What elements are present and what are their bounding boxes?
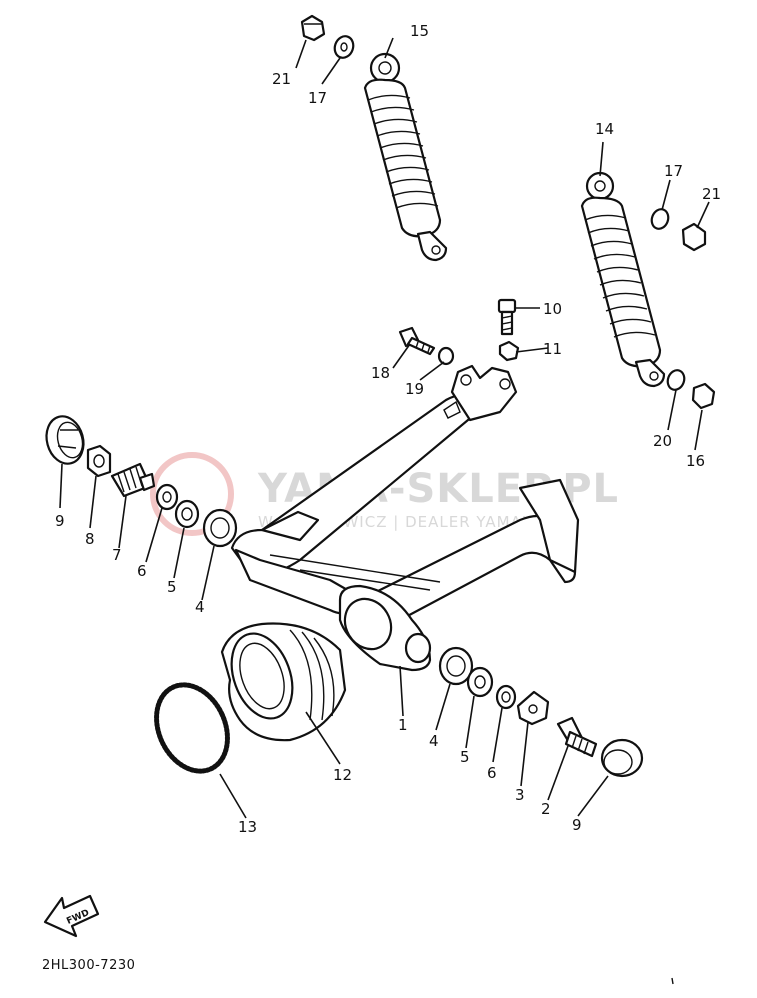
callout-5: 5 <box>167 578 177 596</box>
rubber-boot-12 <box>220 622 347 742</box>
callout-9: 9 <box>55 512 65 530</box>
shock-absorber-14 <box>580 171 666 388</box>
callout-4: 4 <box>429 732 439 750</box>
callout-13: 13 <box>238 818 257 836</box>
callout-2: 2 <box>541 800 551 818</box>
washer-19 <box>437 346 455 366</box>
callout-20: 20 <box>653 432 672 450</box>
bolt-10 <box>497 298 517 336</box>
leader-lines <box>59 37 710 819</box>
fwd-arrow-icon: FWD <box>43 894 100 938</box>
pivot-shaft-7 <box>110 462 156 498</box>
nut-11 <box>498 340 520 362</box>
cap-9-left <box>45 415 85 465</box>
collar-6-left <box>155 483 179 511</box>
cap-nut-21-top <box>300 14 326 42</box>
shock-absorber-15 <box>363 52 448 262</box>
callout-18: 18 <box>371 364 390 382</box>
callout-9: 9 <box>572 816 582 834</box>
bolt-18 <box>398 326 436 356</box>
stray-mark <box>671 977 674 985</box>
oil-seal-5-left <box>174 499 200 529</box>
band-13 <box>154 682 230 774</box>
washer-17-top <box>333 35 355 59</box>
nut-16 <box>691 382 716 410</box>
callout-17: 17 <box>308 89 327 107</box>
callout-1: 1 <box>398 716 408 734</box>
collar-6-right <box>495 684 517 710</box>
callout-17: 17 <box>664 162 683 180</box>
pivot-bolt-2 <box>556 716 598 758</box>
callout-3: 3 <box>515 786 525 804</box>
callout-labels: 15 21 17 14 17 21 10 11 18 19 20 16 9 8 … <box>55 22 721 836</box>
diagram-code: 2HL300-7230 <box>42 958 136 973</box>
callout-21: 21 <box>702 185 721 203</box>
nut-8 <box>86 444 112 478</box>
watermark-logo <box>150 452 234 536</box>
cap-nut-21-right <box>681 222 707 252</box>
callout-12: 12 <box>333 766 352 784</box>
callout-4: 4 <box>195 598 205 616</box>
washer-17-right <box>650 208 670 230</box>
callout-5: 5 <box>460 748 470 766</box>
bearing-4-left <box>202 508 238 548</box>
oil-seal-5-right <box>466 666 494 698</box>
callout-21: 21 <box>272 70 291 88</box>
cap-9-right <box>600 738 644 778</box>
callout-10: 10 <box>543 300 562 318</box>
callout-7: 7 <box>112 546 122 564</box>
callout-19: 19 <box>405 380 424 398</box>
callout-11: 11 <box>543 340 562 358</box>
callout-14: 14 <box>595 120 614 138</box>
callout-15: 15 <box>410 22 429 40</box>
callout-8: 8 <box>85 530 95 548</box>
plate-3 <box>516 690 550 726</box>
washer-20 <box>666 369 686 391</box>
callout-6: 6 <box>137 562 147 580</box>
swing-arm-1 <box>230 364 580 672</box>
bearing-4-right <box>438 646 474 686</box>
callout-16: 16 <box>686 452 705 470</box>
callout-6: 6 <box>487 764 497 782</box>
